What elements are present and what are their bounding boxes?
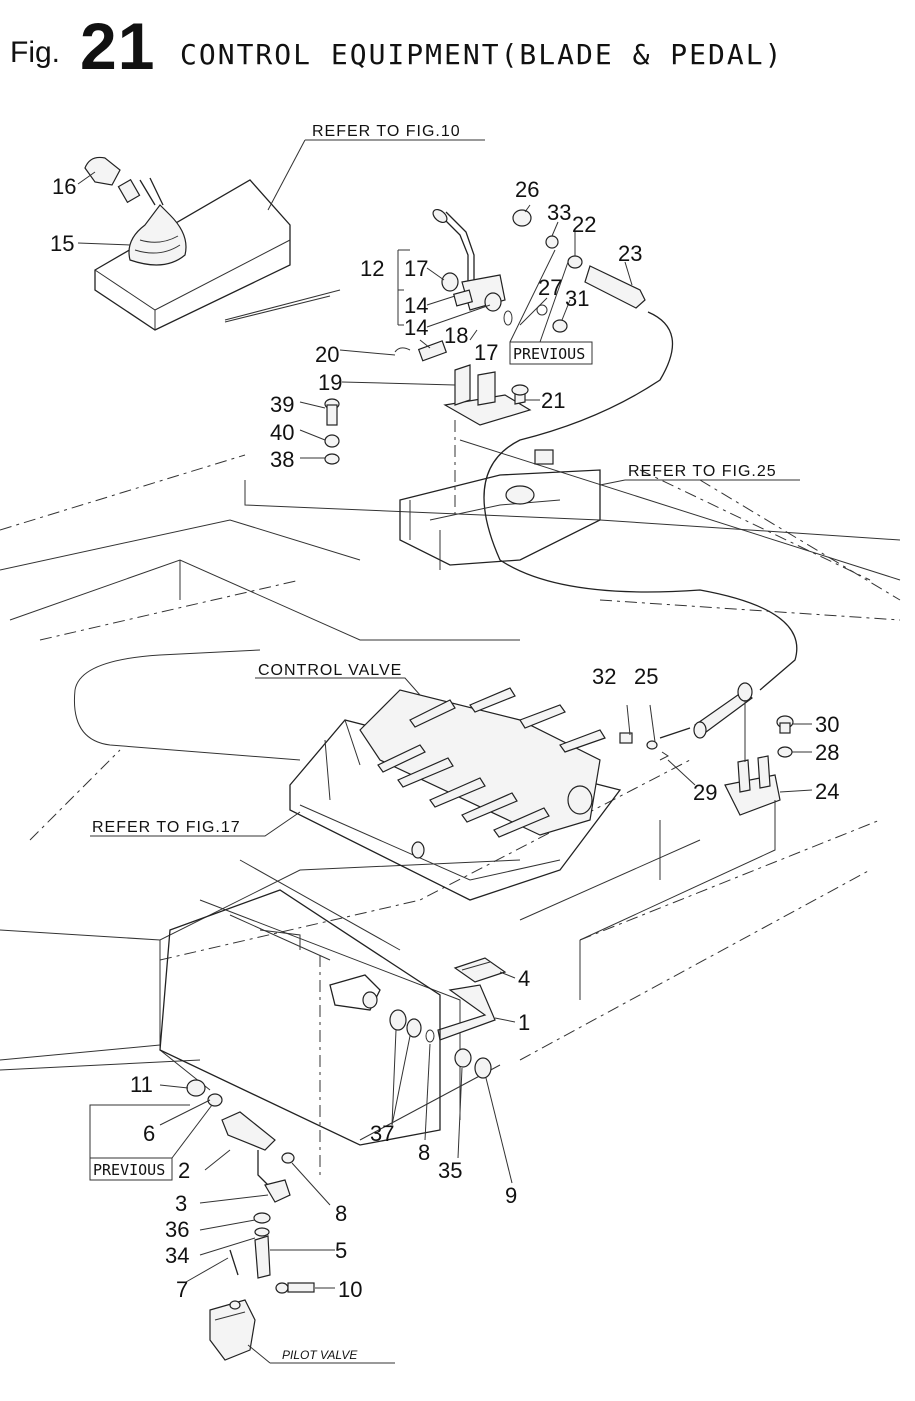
callout-17-mid: 17 xyxy=(474,340,498,365)
callout-11: 11 xyxy=(130,1072,153,1097)
callout-20: 20 xyxy=(315,342,339,367)
previous-label-top: PREVIOUS xyxy=(513,345,585,363)
pedestal-frame xyxy=(400,420,600,570)
control-valve-label: CONTROL VALVE xyxy=(258,662,402,679)
callout-4: 4 xyxy=(518,966,530,991)
callout-3: 3 xyxy=(175,1191,187,1216)
callout-10: 10 xyxy=(338,1277,362,1302)
callout-31: 31 xyxy=(565,286,589,311)
callout-7: 7 xyxy=(176,1277,188,1302)
callout-1: 1 xyxy=(518,1010,530,1035)
callout-16: 16 xyxy=(52,174,76,199)
pilot-valve xyxy=(210,1300,255,1360)
callout-22: 22 xyxy=(572,212,596,237)
callout-26: 26 xyxy=(515,177,539,202)
callout-28: 28 xyxy=(815,740,839,765)
pilot-valve-label: PILOT VALVE xyxy=(282,1348,358,1362)
cable-bracket-24 xyxy=(725,716,793,815)
callout-35: 35 xyxy=(438,1158,462,1183)
callout-33: 33 xyxy=(547,200,571,225)
callout-27: 27 xyxy=(538,275,562,300)
callout-23: 23 xyxy=(618,241,642,266)
callout-2: 2 xyxy=(178,1158,190,1183)
callout-14-lower: 14 xyxy=(404,315,428,340)
callout-6: 6 xyxy=(143,1121,155,1146)
lever-bracket xyxy=(445,365,530,425)
pedal-assembly xyxy=(330,958,505,1078)
previous-label-bottom: PREVIOUS xyxy=(93,1161,165,1179)
cable-upper xyxy=(484,210,797,690)
callout-9: 9 xyxy=(505,1183,517,1208)
refer-fig17-label: REFER TO FIG.17 xyxy=(92,819,241,836)
callout-36: 36 xyxy=(165,1217,189,1242)
lower-linkage xyxy=(187,1080,314,1293)
callout-17-top: 17 xyxy=(404,256,428,281)
callout-40: 40 xyxy=(270,420,294,445)
callout-34: 34 xyxy=(165,1243,189,1268)
callout-30: 30 xyxy=(815,712,839,737)
bolt-washer-stack xyxy=(325,399,339,464)
refer-fig25-label: REFER TO FIG.25 xyxy=(628,463,777,480)
callout-5: 5 xyxy=(335,1238,347,1263)
callout-38: 38 xyxy=(270,447,294,472)
callout-18: 18 xyxy=(444,323,468,348)
callout-25: 25 xyxy=(634,664,658,689)
cable-end-fittings xyxy=(620,683,752,760)
lever-knob xyxy=(85,157,140,202)
callout-19: 19 xyxy=(318,370,342,395)
callout-29: 29 xyxy=(693,780,717,805)
callout-8-lower: 8 xyxy=(335,1201,347,1226)
callout-12: 12 xyxy=(360,256,384,281)
callout-37: 37 xyxy=(370,1121,394,1146)
callout-24: 24 xyxy=(815,779,839,804)
callout-39: 39 xyxy=(270,392,294,417)
pedal-box xyxy=(160,890,440,1180)
callout-32: 32 xyxy=(592,664,616,689)
refer-fig10-label: REFER TO FIG.10 xyxy=(312,123,461,140)
callout-21: 21 xyxy=(541,388,565,413)
callout-15: 15 xyxy=(50,231,74,256)
callout-8-pedal: 8 xyxy=(418,1140,430,1165)
